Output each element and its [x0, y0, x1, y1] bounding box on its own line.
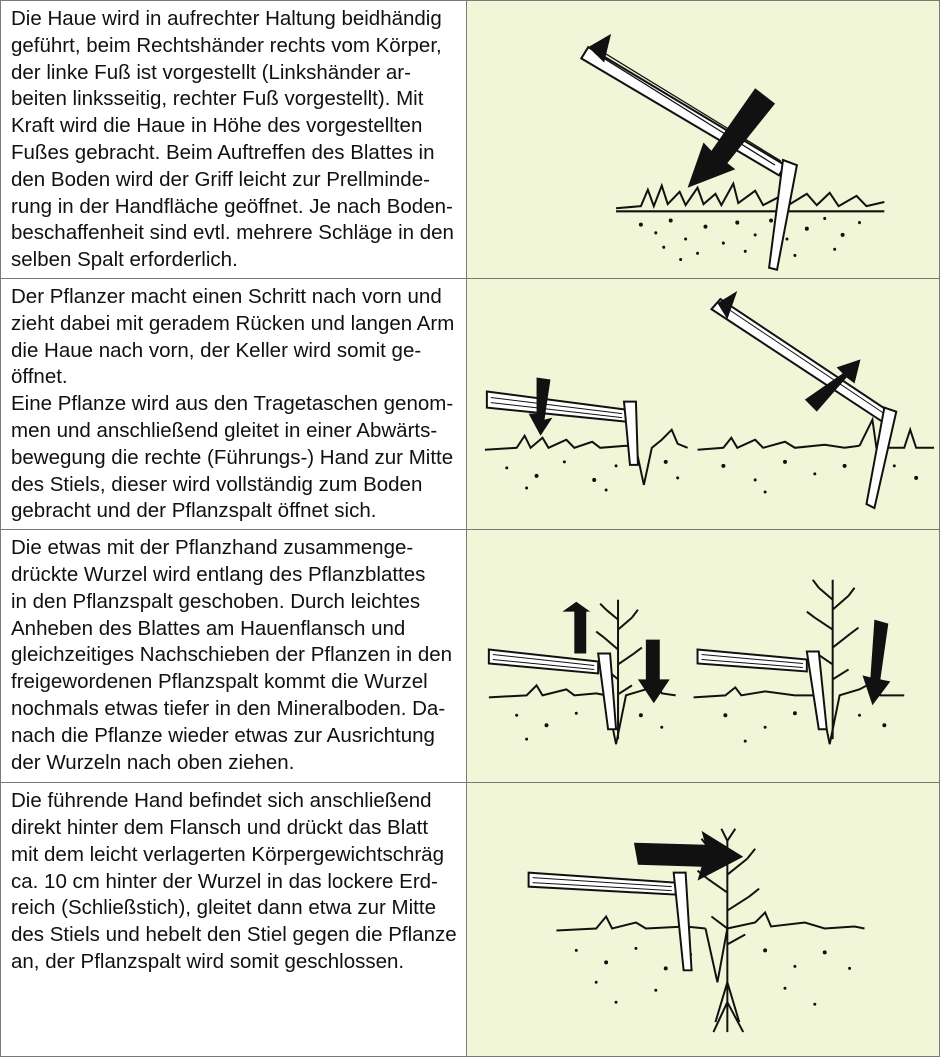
- instruction-text-cell: Die führende Hand befindet sich anschlie…: [1, 783, 467, 1057]
- seedling-insertion-illustration: [467, 530, 940, 783]
- instruction-row: Die Haue wird in aufrechter Haltung beid…: [1, 1, 940, 279]
- instruction-text-cell: Die Haue wird in aufrechter Haltung beid…: [1, 1, 467, 279]
- instruction-row: Die etwas mit der Pflanzhand zusammenge-…: [1, 530, 940, 783]
- instruction-text: Die führende Hand befindet sich anschlie…: [1, 783, 466, 980]
- hoe-strike-illustration: [467, 1, 940, 279]
- instruction-text: Die Haue wird in aufrechter Haltung beid…: [1, 1, 466, 278]
- slit-opening-illustration: [467, 278, 940, 529]
- instruction-text: Der Pflanzer macht einen Schritt nach vo…: [1, 279, 466, 529]
- slit-closing-illustration: [467, 783, 940, 1057]
- instruction-row: Der Pflanzer macht einen Schritt nach vo…: [1, 278, 940, 529]
- instruction-text-cell: Die etwas mit der Pflanzhand zusammenge-…: [1, 530, 467, 783]
- instruction-text-cell: Der Pflanzer macht einen Schritt nach vo…: [1, 278, 467, 529]
- instruction-row: Die führende Hand befindet sich anschlie…: [1, 783, 940, 1057]
- instruction-text: Die etwas mit der Pflanzhand zusammenge-…: [1, 530, 466, 780]
